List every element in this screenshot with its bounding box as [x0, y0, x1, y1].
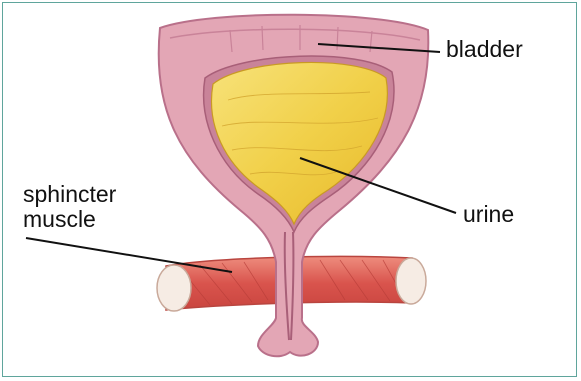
sphincter-label-line1: sphincter — [23, 182, 116, 207]
bladder-label: bladder — [446, 37, 523, 62]
sphincter-label-line2: muscle — [23, 207, 116, 232]
sphincter-leader-line — [26, 238, 232, 272]
sphincter-muscle-label: sphincter muscle — [23, 182, 116, 232]
urine-label: urine — [463, 202, 514, 227]
